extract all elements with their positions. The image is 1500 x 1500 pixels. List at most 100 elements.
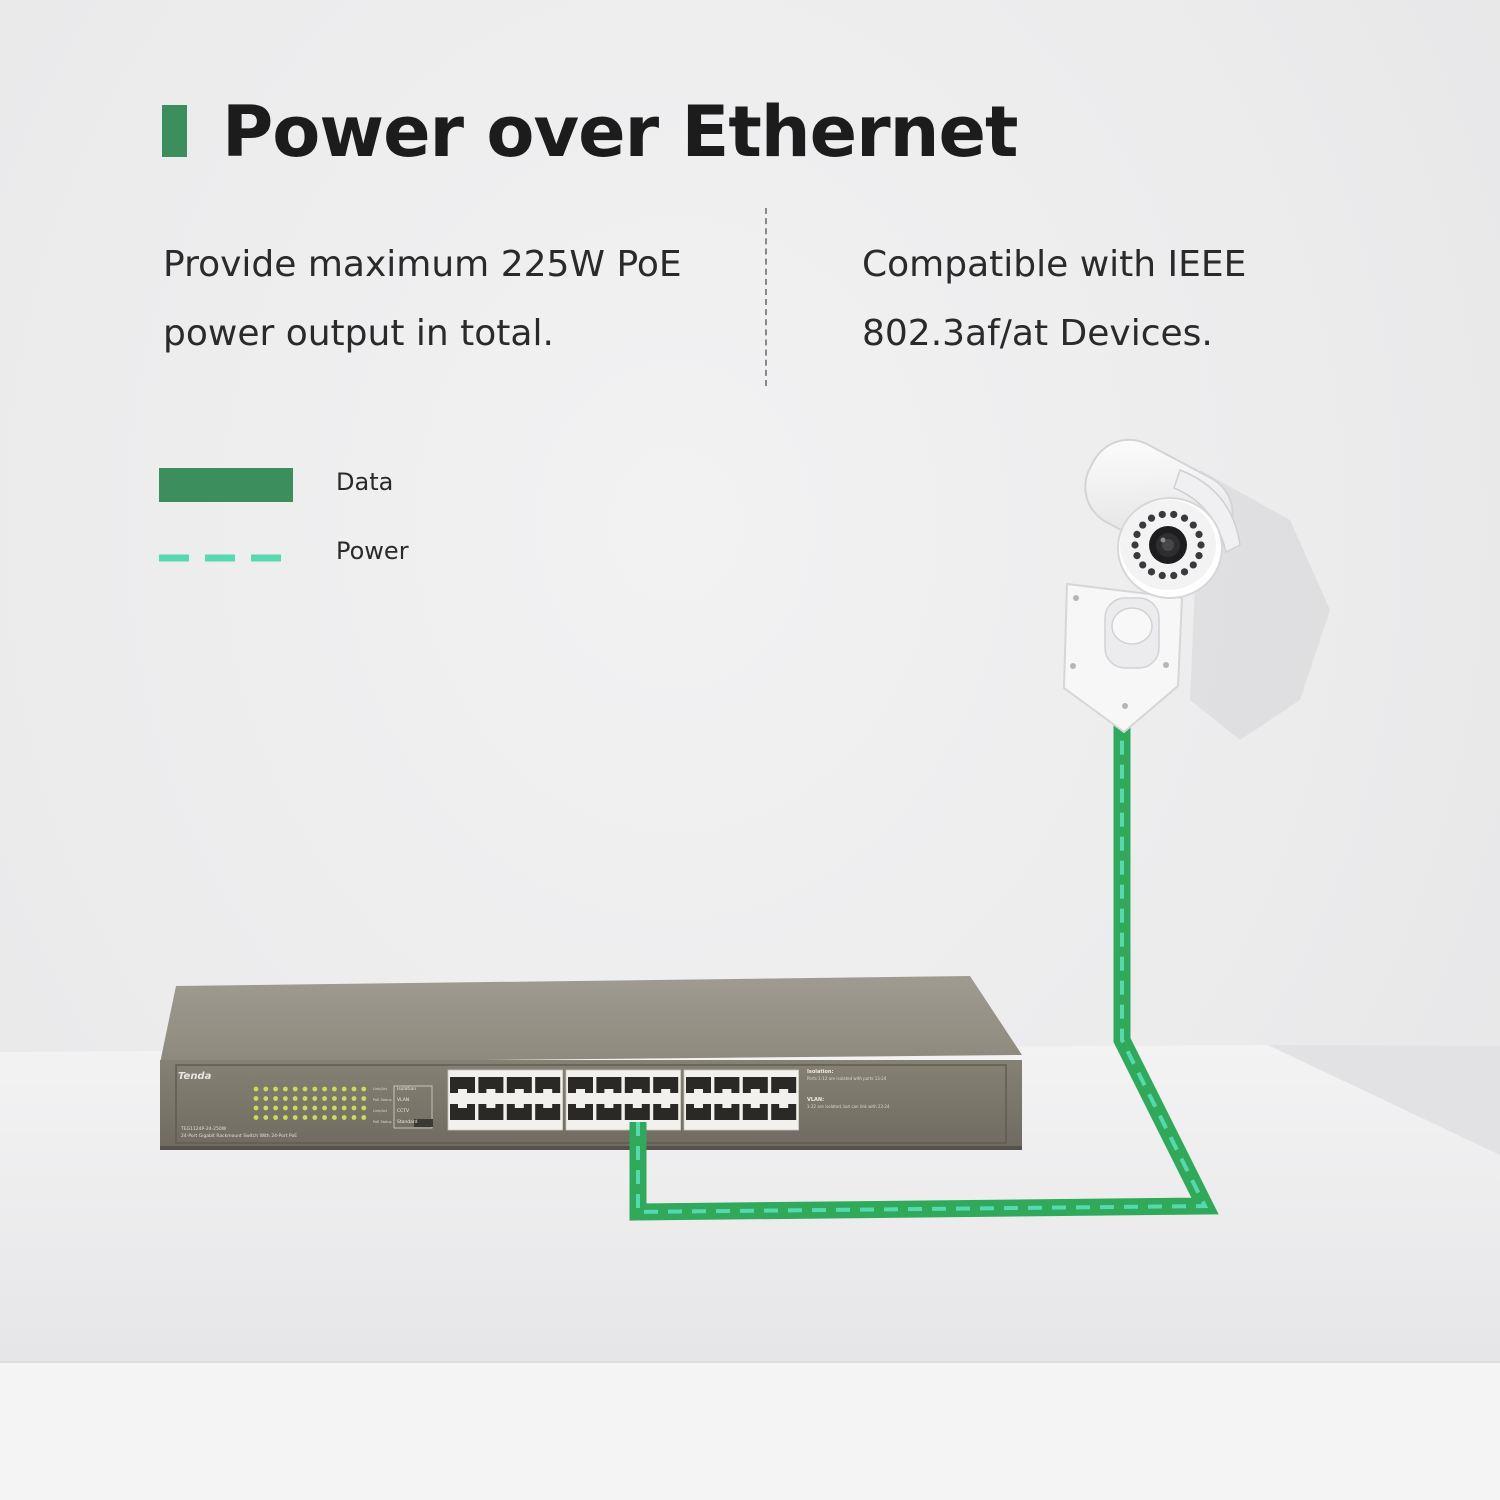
port-led (283, 1115, 288, 1120)
ir-led (1197, 541, 1205, 549)
port-led (341, 1086, 347, 1092)
legend-data-swatch (159, 468, 293, 502)
feature-compatibility: Compatible with IEEE 802.3af/at Devices. (862, 244, 1247, 354)
ethernet-port (450, 1104, 475, 1120)
ir-led-ring (1131, 510, 1205, 580)
port-led (361, 1105, 367, 1111)
ethernet-port-block (447, 1069, 799, 1131)
legend-power-swatch (159, 554, 284, 562)
ethernet-port (596, 1077, 622, 1093)
status-label: Link/Act (373, 1109, 388, 1113)
ir-led (1139, 521, 1147, 529)
switch-brand: Tenda (178, 1071, 212, 1082)
port-led (292, 1086, 298, 1092)
ir-led (1147, 568, 1156, 576)
isolation-note-title: Isolation: (807, 1069, 833, 1075)
ethernet-port (742, 1104, 768, 1120)
port-led (322, 1096, 327, 1101)
port-led (283, 1096, 288, 1101)
port-led (322, 1086, 327, 1092)
port-led (302, 1096, 308, 1101)
port-led (312, 1096, 318, 1101)
ethernet-port (771, 1077, 797, 1093)
port-led (312, 1086, 318, 1092)
port-led (253, 1096, 259, 1101)
ir-led (1195, 552, 1203, 560)
ethernet-port (568, 1104, 593, 1120)
ethernet-port (714, 1104, 740, 1120)
port-led (263, 1115, 269, 1120)
ethernet-port (686, 1077, 711, 1093)
port-led (302, 1105, 308, 1111)
ir-led (1133, 552, 1141, 560)
ethernet-port (506, 1104, 532, 1120)
port-led (263, 1105, 269, 1111)
poe-cable (629, 722, 1219, 1221)
vlan-note-text: 1-22 are isolated, but can link with 23-… (807, 1104, 890, 1109)
led-panel (253, 1086, 367, 1120)
ethernet-port (535, 1077, 561, 1093)
vlan-note-title: VLAN: (807, 1097, 824, 1103)
ethernet-port (714, 1077, 740, 1093)
port-led (273, 1096, 278, 1101)
port-led (302, 1086, 308, 1092)
ethernet-port (450, 1077, 475, 1093)
ethernet-port (478, 1104, 504, 1120)
ethernet-port (478, 1077, 504, 1093)
port-led (341, 1115, 347, 1120)
port-led (273, 1115, 278, 1120)
ethernet-port (686, 1104, 711, 1120)
ir-led (1170, 510, 1178, 519)
ethernet-port (506, 1077, 532, 1093)
ethernet-port (535, 1104, 561, 1120)
port-led (283, 1105, 288, 1111)
mode-label: VLAN (397, 1097, 409, 1103)
ir-led (1189, 561, 1197, 569)
ir-led (1180, 568, 1189, 576)
ir-led (1158, 571, 1166, 580)
mode-label: Standard (397, 1119, 418, 1125)
ethernet-port (624, 1077, 650, 1093)
port-led (351, 1096, 357, 1101)
port-led (263, 1086, 269, 1092)
ir-led (1131, 541, 1139, 549)
switch-description: 24-Port Gigabit Rackmount Switch With 24… (181, 1133, 297, 1139)
port-led (351, 1115, 357, 1120)
ir-led (1195, 530, 1203, 538)
ir-led (1189, 521, 1197, 529)
port-led (332, 1086, 337, 1092)
port-led (332, 1096, 337, 1101)
ir-led (1180, 514, 1189, 522)
port-led (322, 1115, 327, 1120)
ethernet-port (624, 1104, 650, 1120)
ir-led (1147, 514, 1156, 522)
isolation-note-text: Ports 1-12 are isolated with ports 13-24 (807, 1076, 887, 1081)
port-led (273, 1105, 278, 1111)
port-led (302, 1115, 308, 1120)
port-led (292, 1105, 298, 1111)
ethernet-port (568, 1077, 593, 1093)
ethernet-port (742, 1077, 768, 1093)
page-title: Power over Ethernet (222, 91, 1018, 173)
port-led (253, 1105, 259, 1111)
port-led (292, 1096, 298, 1101)
port-led (322, 1105, 327, 1111)
port-led (361, 1096, 367, 1101)
port-led (283, 1086, 288, 1092)
ethernet-port (771, 1104, 797, 1120)
mode-label: CCTV (397, 1108, 410, 1114)
feature-power-output: Provide maximum 225W PoE power output in… (163, 244, 682, 354)
ethernet-port (653, 1104, 679, 1120)
ir-led (1139, 561, 1147, 569)
ir-led (1158, 510, 1166, 519)
port-led (253, 1086, 259, 1092)
port-led (332, 1105, 337, 1111)
mode-label: Isolation (397, 1086, 416, 1092)
legend-power-label: Power (336, 537, 409, 565)
feature-divider (765, 208, 767, 386)
ir-led (1133, 530, 1141, 538)
legend-data-label: Data (336, 468, 394, 496)
